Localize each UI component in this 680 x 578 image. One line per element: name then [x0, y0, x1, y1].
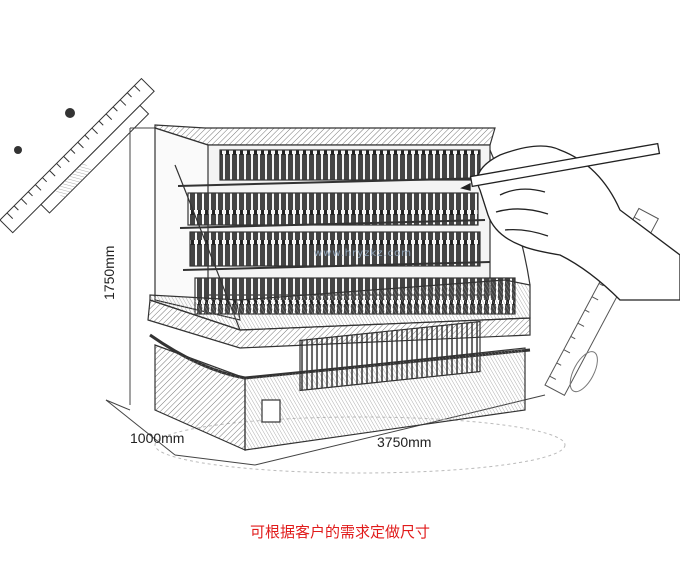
- ruler-left: [0, 77, 155, 234]
- width-dimension-label: 3750mm: [377, 434, 432, 450]
- custom-size-caption: 可根据客户的需求定做尺寸: [249, 523, 430, 541]
- height-dimension-label: 1750mm: [101, 245, 117, 300]
- cabinet: [147, 124, 531, 451]
- depth-dimension-label: 1000mm: [130, 430, 185, 446]
- watermark: www.hryzkz.com: [314, 248, 412, 259]
- hand-drawing-icon: [460, 142, 680, 301]
